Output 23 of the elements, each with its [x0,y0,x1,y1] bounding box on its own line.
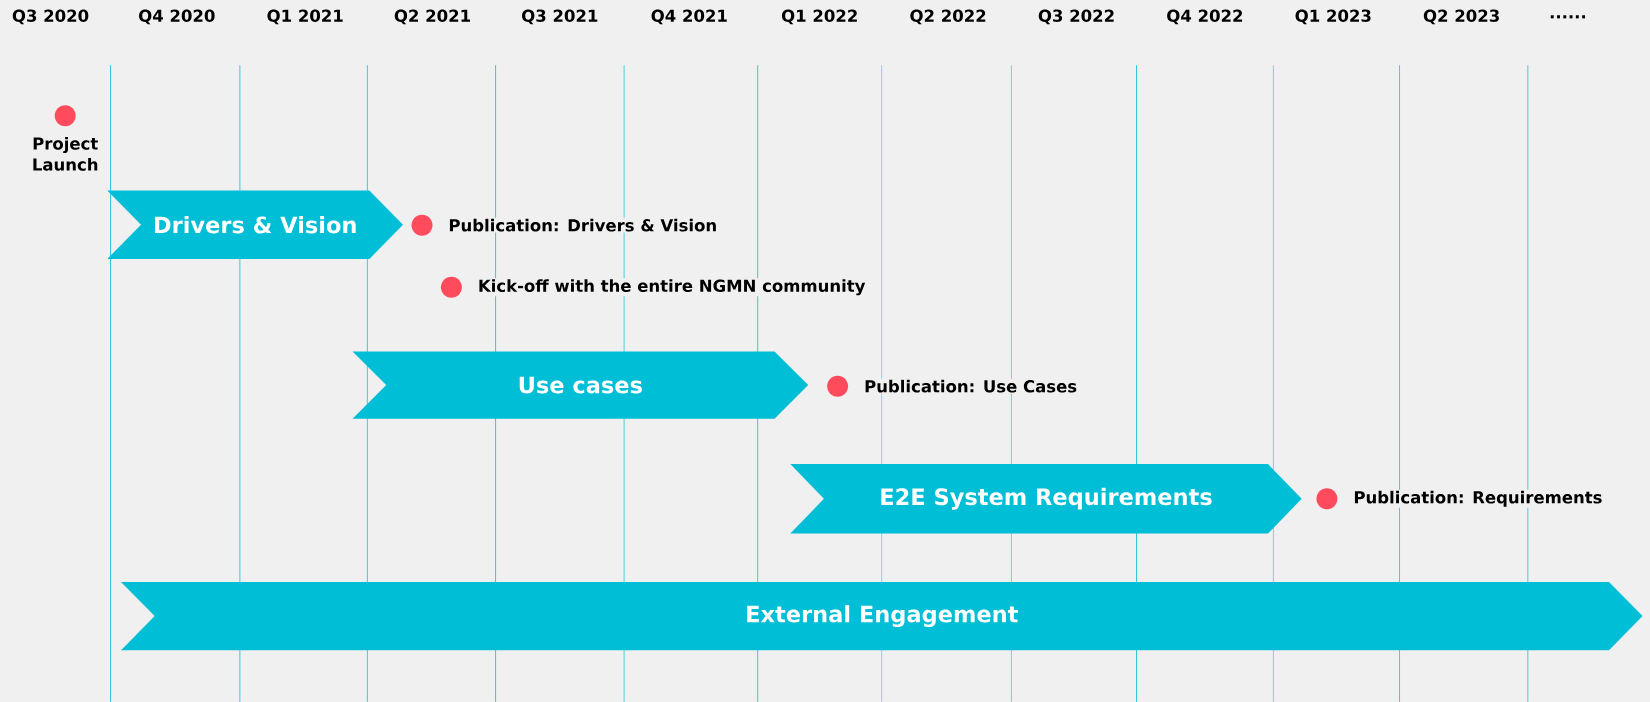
milestone-dot [440,276,462,298]
quarter-label: Q1 2023 [1295,9,1371,25]
phase-banner: E2E System Requirements [790,464,1302,534]
quarter-label: Q4 2021 [651,9,727,25]
milestone-label: Project Launch [33,137,98,171]
quarter-label: ...... [1550,15,1586,19]
quarter-label: Q3 2021 [522,9,598,25]
milestone-label: Kick-off with the entire NGMN community [476,278,867,297]
quarter-label: Q2 2021 [394,9,470,25]
milestone-dot [827,375,849,397]
quarter-label: Q4 2020 [139,9,215,25]
phase-banner: External Engagement [121,581,1643,651]
quarter-label: Q1 2022 [781,9,857,25]
quarter-label: Q4 2022 [1167,9,1243,25]
quarter-label: Q2 2022 [910,9,986,25]
milestone-dot [1316,488,1338,510]
milestone-dot [411,214,433,236]
quarter-label: Q2 2023 [1423,9,1499,25]
quarter-label: Q3 2020 [12,9,89,25]
phase-banner: Drivers & Vision [107,190,403,259]
quarter-label: Q1 2021 [267,9,343,25]
milestone-dot [54,105,76,127]
quarter-label: Q3 2022 [1038,9,1114,25]
